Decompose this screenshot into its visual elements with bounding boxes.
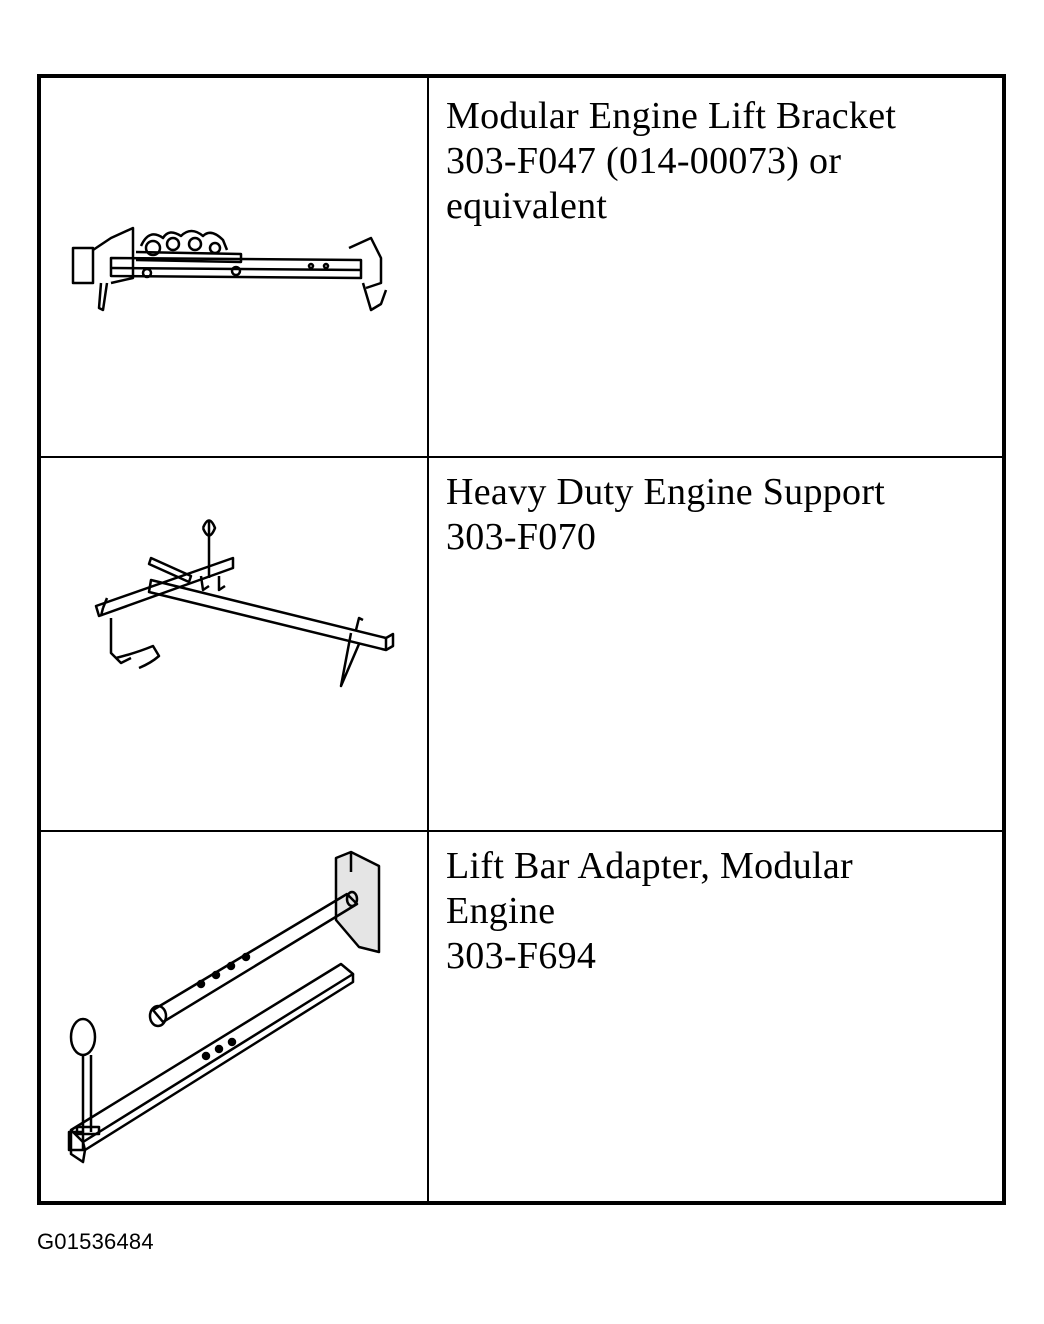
tool-description: Modular Engine Lift Bracket 303-F047 (01… (446, 94, 986, 229)
tool-name-line: Modular Engine Lift Bracket (446, 95, 897, 137)
lift-bar-adapter-drawing (67, 850, 381, 1164)
tool-name-line: Engine (446, 890, 556, 932)
tool-image-cell (41, 832, 429, 1205)
tool-table: Modular Engine Lift Bracket 303-F047 (01… (37, 74, 1006, 1205)
tool-description: Lift Bar Adapter, Modular Engine 303-F69… (446, 844, 986, 979)
tool-image-cell (41, 458, 429, 830)
tool-part-number: 303-F047 (014-00073) or (446, 140, 842, 182)
tool-description: Heavy Duty Engine Support 303-F070 (446, 470, 986, 560)
tool-name-line: Heavy Duty Engine Support (446, 471, 886, 513)
tool-part-number: 303-F694 (446, 935, 597, 977)
tool-name-line: Lift Bar Adapter, Modular (446, 845, 853, 887)
tool-name-line: equivalent (446, 185, 608, 227)
tool-row: Modular Engine Lift Bracket 303-F047 (01… (41, 78, 1002, 458)
tool-image-cell (41, 78, 429, 456)
engine-support-drawing (94, 519, 395, 688)
tool-part-number: 303-F070 (446, 516, 597, 558)
figure-id: G01536484 (37, 1229, 154, 1254)
tool-row: Heavy Duty Engine Support 303-F070 (41, 458, 1002, 832)
lift-bracket-drawing (71, 226, 388, 312)
tool-row: Lift Bar Adapter, Modular Engine 303-F69… (41, 832, 1002, 1205)
